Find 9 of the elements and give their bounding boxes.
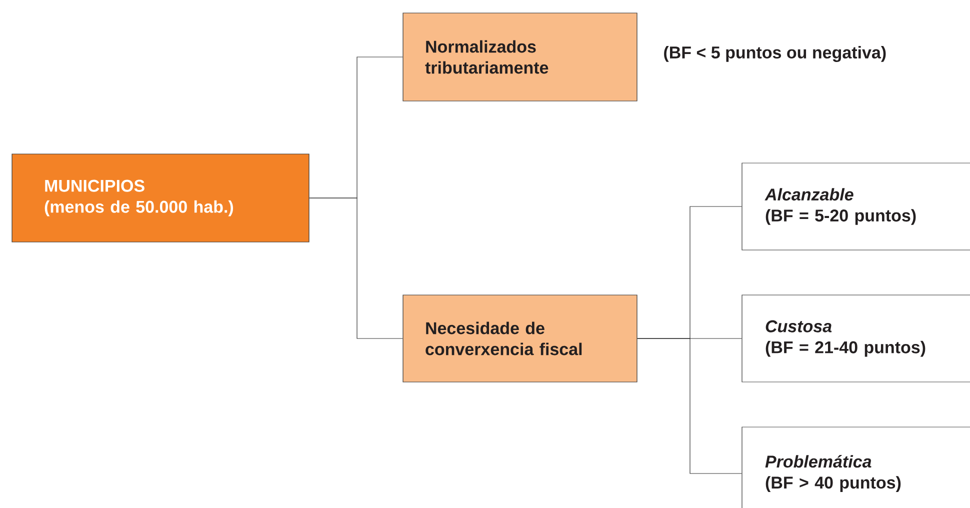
process-box: Necesidade de converxencia fiscal xyxy=(402,294,638,382)
process-box: Custosa (BF = 21-40 puntos) xyxy=(742,294,970,382)
connector-line xyxy=(637,338,742,474)
process-box: Problemática (BF > 40 puntos) xyxy=(742,426,970,508)
process-box: MUNICIPIOS (menos de 50.000 hab.) xyxy=(12,154,310,242)
process-box: Normalizados tributariamente xyxy=(402,12,638,102)
process-box: Alcanzable (BF = 5-20 puntos) xyxy=(742,162,970,250)
side-note: (BF < 5 puntos ou negativa) xyxy=(664,46,886,62)
connector-line xyxy=(309,198,403,339)
